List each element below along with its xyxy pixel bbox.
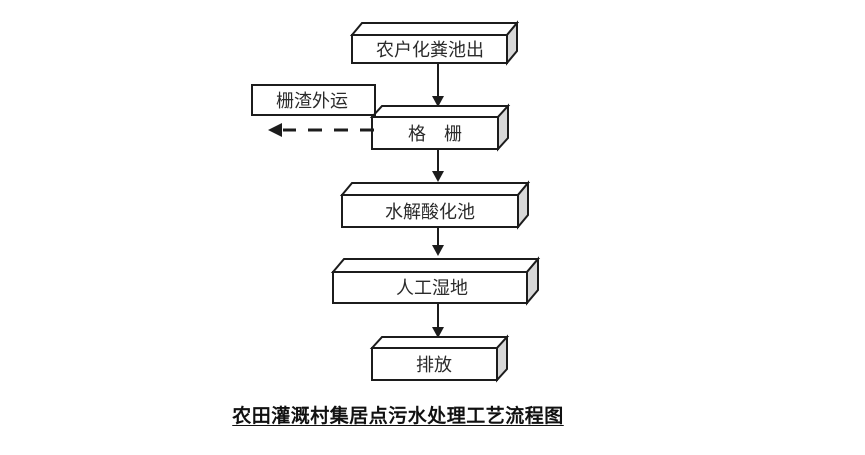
box-front-face <box>371 116 499 150</box>
arrow-head <box>432 245 444 256</box>
node-residue-label: 栅渣外运 <box>276 91 348 111</box>
node-discharge: 排放 <box>369 334 510 383</box>
arrow-screen-to-hydrolysis <box>432 150 444 182</box>
node-residue-transport: 栅渣外运 <box>251 84 376 116</box>
box-top-face <box>330 258 541 273</box>
arrow-hydrolysis-to-wetland <box>432 228 444 256</box>
box-top-face <box>369 105 511 118</box>
node-hydrolysis-tank: 水解酸化池 <box>339 180 531 230</box>
arrow-head <box>432 171 444 182</box>
node-screen: 格 栅 <box>369 103 511 152</box>
arrow-septic-to-screen <box>432 64 444 107</box>
box-top-face <box>349 22 520 36</box>
dashed-arrow-residue-out <box>268 123 374 137</box>
node-screen-label: 格 栅 <box>408 124 462 144</box>
node-septic-outlet-label: 农户化粪池出 <box>376 40 484 60</box>
arrow-head <box>432 327 444 338</box>
arrow-wetland-to-discharge <box>432 304 444 338</box>
diagram-caption: 农田灌溉村集居点污水处理工艺流程图 <box>232 406 564 427</box>
node-residue-box-outline <box>251 84 376 116</box>
node-discharge-label: 排放 <box>416 355 452 375</box>
dashed-arrow-head <box>268 123 282 137</box>
box-top-face <box>369 336 510 349</box>
box-front-face <box>371 347 498 381</box>
box-front-face <box>351 34 508 64</box>
node-septic-outlet: 农户化粪池出 <box>349 20 520 66</box>
box-top-face <box>339 182 531 196</box>
box-front-face <box>341 194 519 228</box>
arrow-head <box>432 96 444 107</box>
node-hydrolysis-label: 水解酸化池 <box>385 202 475 222</box>
node-constructed-wetland: 人工湿地 <box>330 256 541 306</box>
box-front-face <box>332 271 528 304</box>
node-wetland-label: 人工湿地 <box>396 278 468 298</box>
